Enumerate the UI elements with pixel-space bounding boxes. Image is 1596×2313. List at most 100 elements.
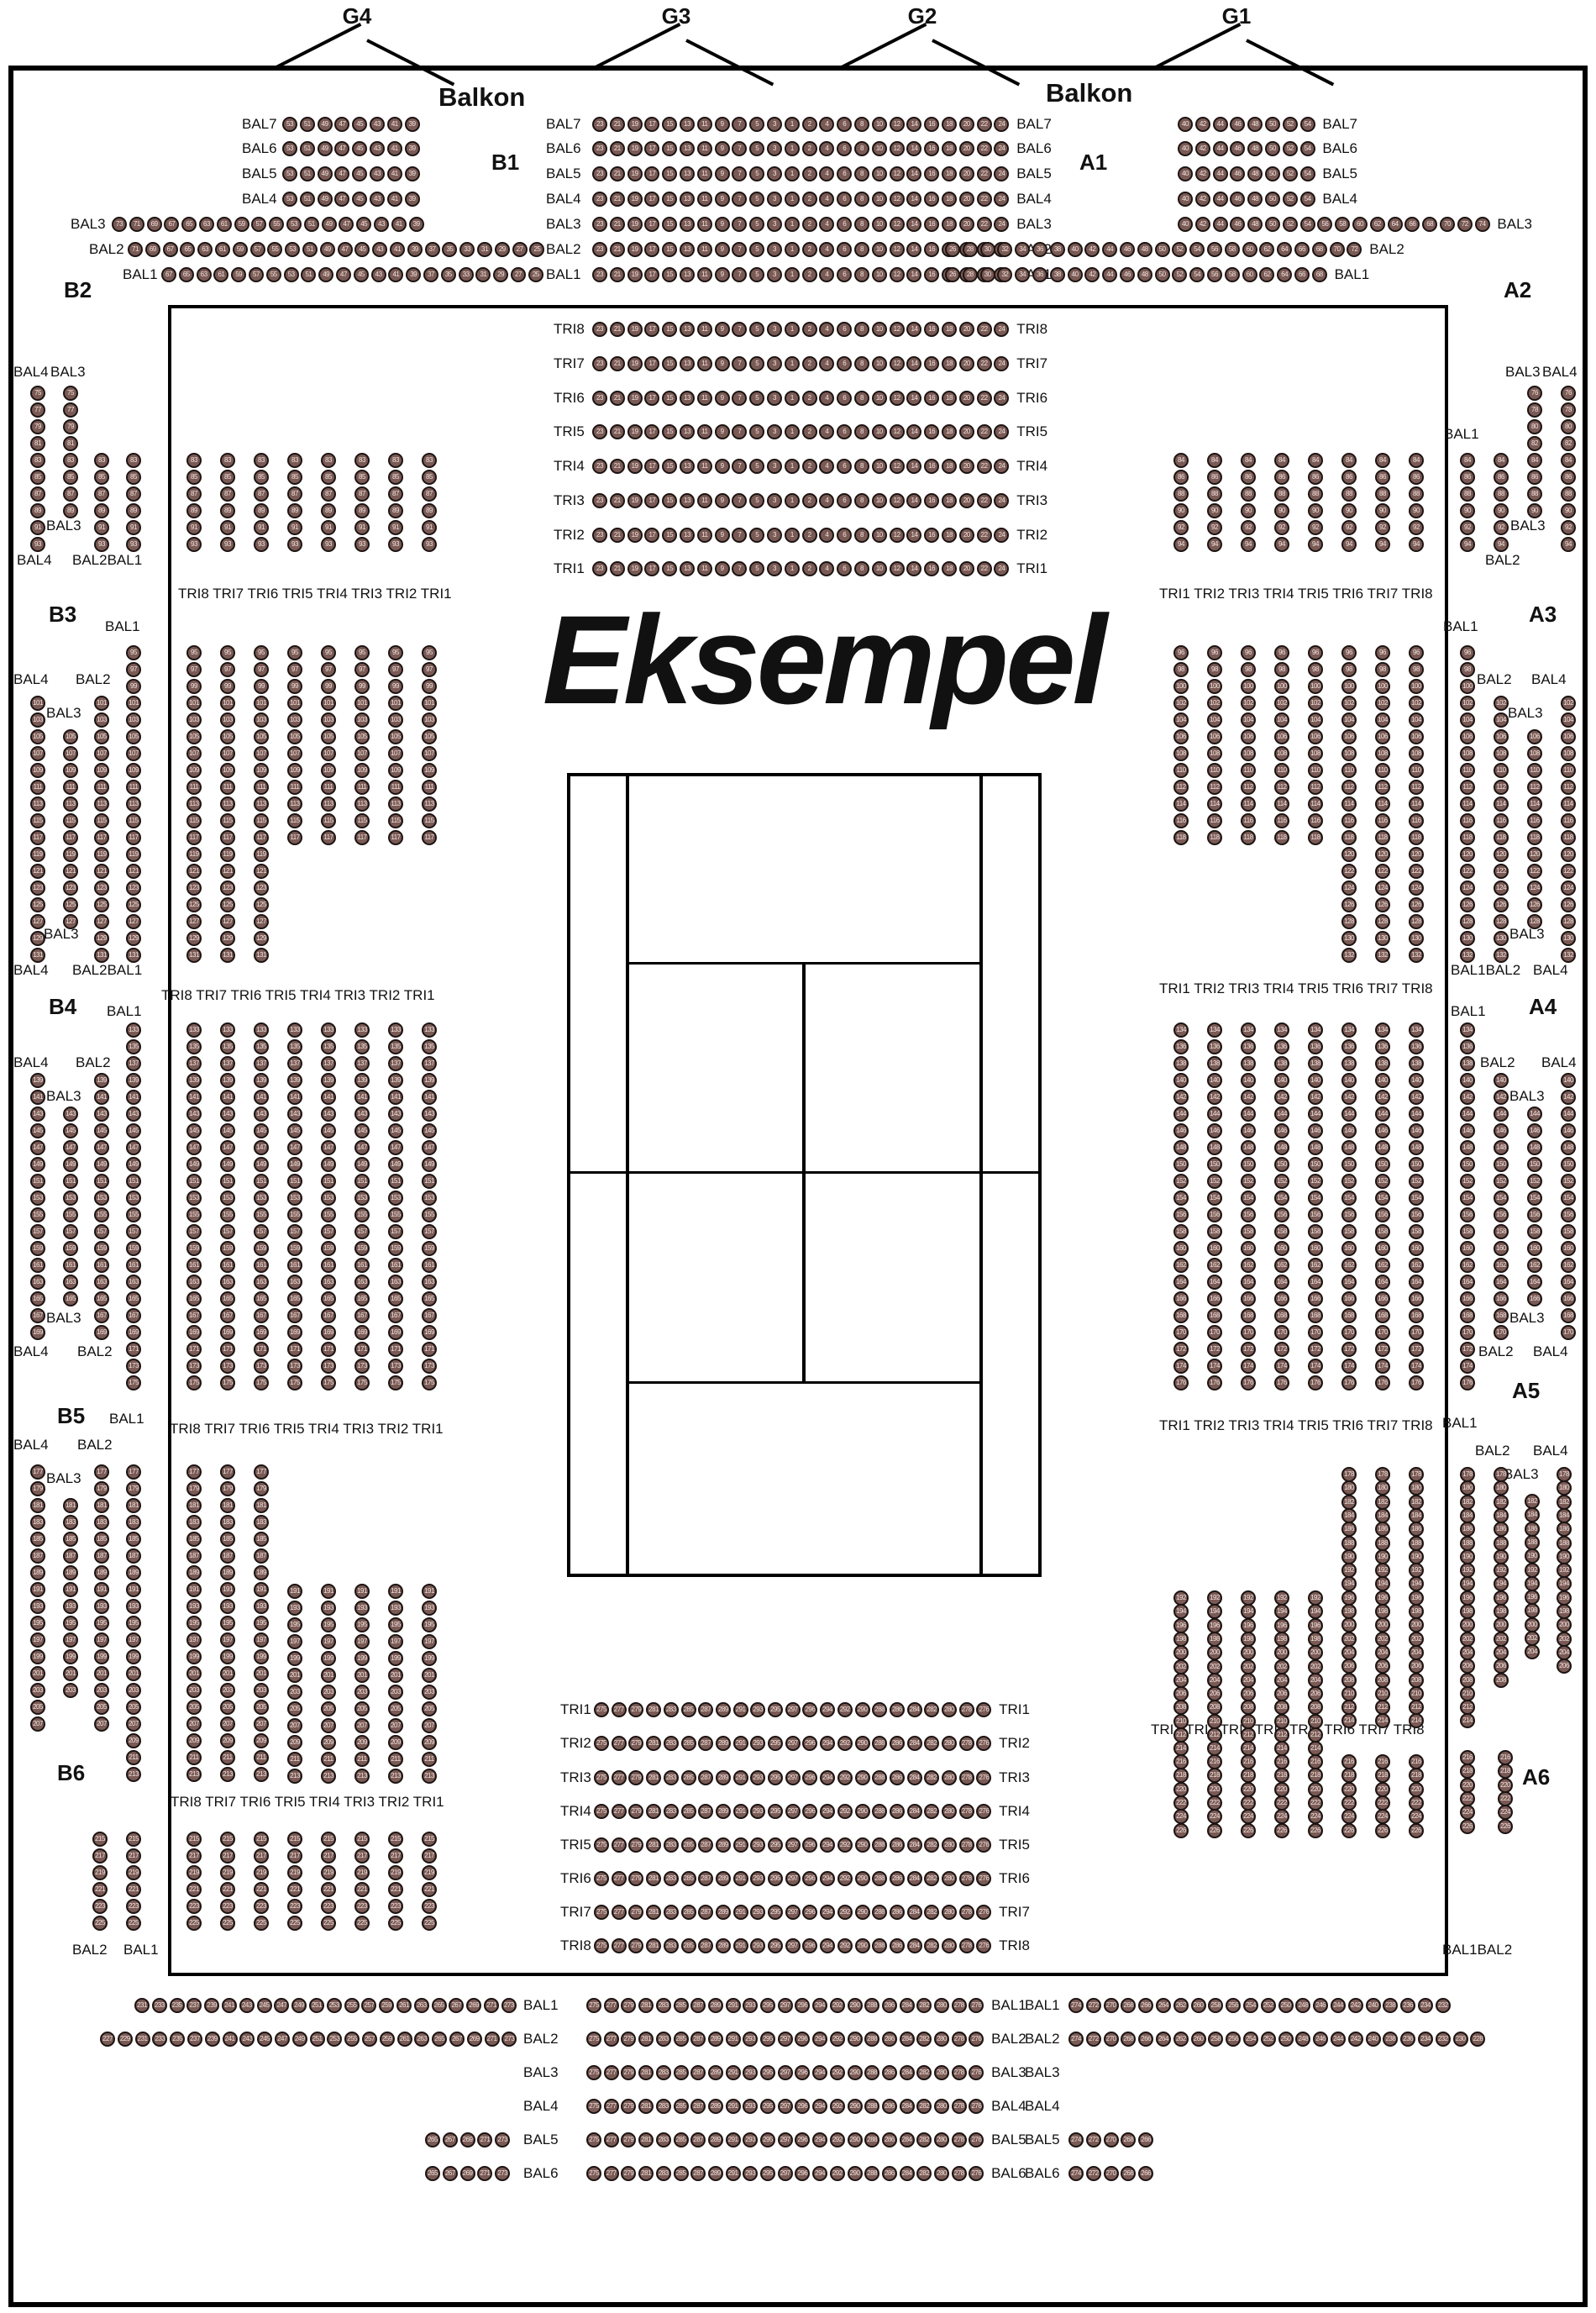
seat[interactable]: 118: [1375, 830, 1390, 845]
seat[interactable]: 152: [1173, 1174, 1189, 1189]
seat[interactable]: 42: [1194, 141, 1210, 156]
seat[interactable]: 281: [646, 1770, 662, 1785]
seat[interactable]: 166: [1341, 1291, 1357, 1306]
seat[interactable]: 278: [958, 1702, 974, 1717]
seat[interactable]: 39: [408, 217, 424, 232]
seat[interactable]: 94: [1207, 537, 1222, 552]
seat[interactable]: 181: [186, 1498, 202, 1513]
seat[interactable]: 4: [819, 356, 835, 371]
seat[interactable]: 115: [94, 813, 109, 828]
seat[interactable]: 159: [254, 1241, 269, 1256]
seat[interactable]: 198: [1409, 1604, 1424, 1619]
seat[interactable]: 88: [1274, 486, 1289, 502]
seat[interactable]: 273: [501, 1998, 517, 2013]
seat[interactable]: 108: [1460, 746, 1475, 761]
seat[interactable]: 152: [1375, 1174, 1390, 1189]
seat[interactable]: 55: [265, 267, 281, 282]
seat[interactable]: 86: [1241, 470, 1256, 485]
seat[interactable]: 134: [1173, 1022, 1189, 1038]
seat[interactable]: 123: [63, 881, 78, 896]
seat[interactable]: 119: [254, 847, 269, 862]
seat[interactable]: 199: [220, 1649, 235, 1664]
seat[interactable]: 275: [586, 2065, 601, 2080]
seat[interactable]: 85: [30, 470, 45, 485]
seat[interactable]: 106: [1241, 729, 1256, 744]
seat[interactable]: 20: [958, 166, 974, 181]
seat[interactable]: 197: [422, 1634, 437, 1649]
seat[interactable]: 211: [354, 1752, 370, 1767]
seat[interactable]: 179: [220, 1481, 235, 1496]
seat[interactable]: 225: [126, 1916, 141, 1931]
seat[interactable]: 288: [872, 1770, 888, 1785]
seat[interactable]: 47: [334, 141, 350, 156]
seat[interactable]: 187: [254, 1548, 269, 1564]
seat[interactable]: 225: [92, 1916, 108, 1931]
seat[interactable]: 259: [379, 2032, 395, 2047]
seat[interactable]: 97: [354, 662, 370, 677]
seat[interactable]: 276: [976, 1702, 992, 1717]
seat[interactable]: 1: [784, 322, 800, 337]
seat[interactable]: 15: [662, 424, 678, 439]
seat[interactable]: 2: [801, 561, 817, 576]
seat[interactable]: 113: [287, 796, 302, 812]
seat[interactable]: 66: [1294, 242, 1310, 257]
seat[interactable]: 139: [354, 1073, 370, 1088]
seat[interactable]: 102: [1341, 696, 1357, 711]
seat[interactable]: 216: [1308, 1754, 1323, 1769]
seat[interactable]: 221: [126, 1882, 141, 1897]
seat[interactable]: 192: [1460, 1563, 1475, 1579]
seat[interactable]: 143: [220, 1107, 235, 1122]
seat[interactable]: 147: [254, 1140, 269, 1155]
seat[interactable]: 132: [1375, 948, 1390, 963]
seat[interactable]: 126: [1494, 897, 1509, 912]
seat[interactable]: 176: [1460, 1375, 1475, 1390]
seat[interactable]: 144: [1341, 1107, 1357, 1122]
seat[interactable]: 171: [354, 1342, 370, 1357]
seat[interactable]: 213: [388, 1769, 403, 1784]
seat[interactable]: 297: [777, 2132, 793, 2147]
seat[interactable]: 135: [126, 1039, 141, 1054]
seat[interactable]: 148: [1460, 1140, 1475, 1155]
seat[interactable]: 113: [220, 796, 235, 812]
seat[interactable]: 276: [976, 1804, 992, 1819]
seat[interactable]: 102: [1207, 696, 1222, 711]
seat[interactable]: 166: [1207, 1291, 1222, 1306]
seat[interactable]: 187: [30, 1548, 45, 1564]
seat[interactable]: 163: [63, 1275, 78, 1290]
seat[interactable]: 282: [924, 1702, 940, 1717]
seat[interactable]: 223: [354, 1899, 370, 1914]
seat[interactable]: 171: [422, 1342, 437, 1357]
seat[interactable]: 169: [30, 1325, 45, 1340]
seat[interactable]: 37: [423, 267, 438, 282]
seat[interactable]: 297: [777, 2166, 793, 2181]
seat[interactable]: 207: [94, 1716, 109, 1732]
seat[interactable]: 5: [749, 141, 765, 156]
seat[interactable]: 283: [663, 1905, 679, 1920]
seat[interactable]: 47: [337, 242, 353, 257]
seat[interactable]: 164: [1561, 1275, 1576, 1290]
seat[interactable]: 289: [715, 1736, 731, 1751]
seat[interactable]: 192: [1274, 1590, 1289, 1606]
seat[interactable]: 124: [1561, 881, 1576, 896]
seat[interactable]: 163: [354, 1275, 370, 1290]
seat[interactable]: 164: [1341, 1275, 1357, 1290]
seat[interactable]: 144: [1308, 1107, 1323, 1122]
seat[interactable]: 212: [1409, 1700, 1424, 1716]
seat[interactable]: 142: [1341, 1090, 1357, 1105]
seat[interactable]: 128: [1341, 914, 1357, 929]
seat[interactable]: 23: [592, 528, 607, 543]
seat[interactable]: 281: [638, 2032, 654, 2047]
seat[interactable]: 133: [220, 1022, 235, 1038]
seat[interactable]: 288: [872, 1938, 888, 1953]
seat[interactable]: 213: [126, 1767, 141, 1782]
seat[interactable]: 285: [680, 1938, 696, 1953]
seat[interactable]: 210: [1241, 1713, 1256, 1729]
seat[interactable]: 139: [321, 1073, 336, 1088]
seat[interactable]: 115: [254, 813, 269, 828]
seat[interactable]: 152: [1341, 1174, 1357, 1189]
seat[interactable]: 176: [1274, 1375, 1289, 1390]
seat[interactable]: 191: [30, 1582, 45, 1597]
seat[interactable]: 293: [750, 1770, 766, 1785]
seat[interactable]: 287: [698, 1837, 714, 1853]
seat[interactable]: 114: [1527, 796, 1542, 812]
